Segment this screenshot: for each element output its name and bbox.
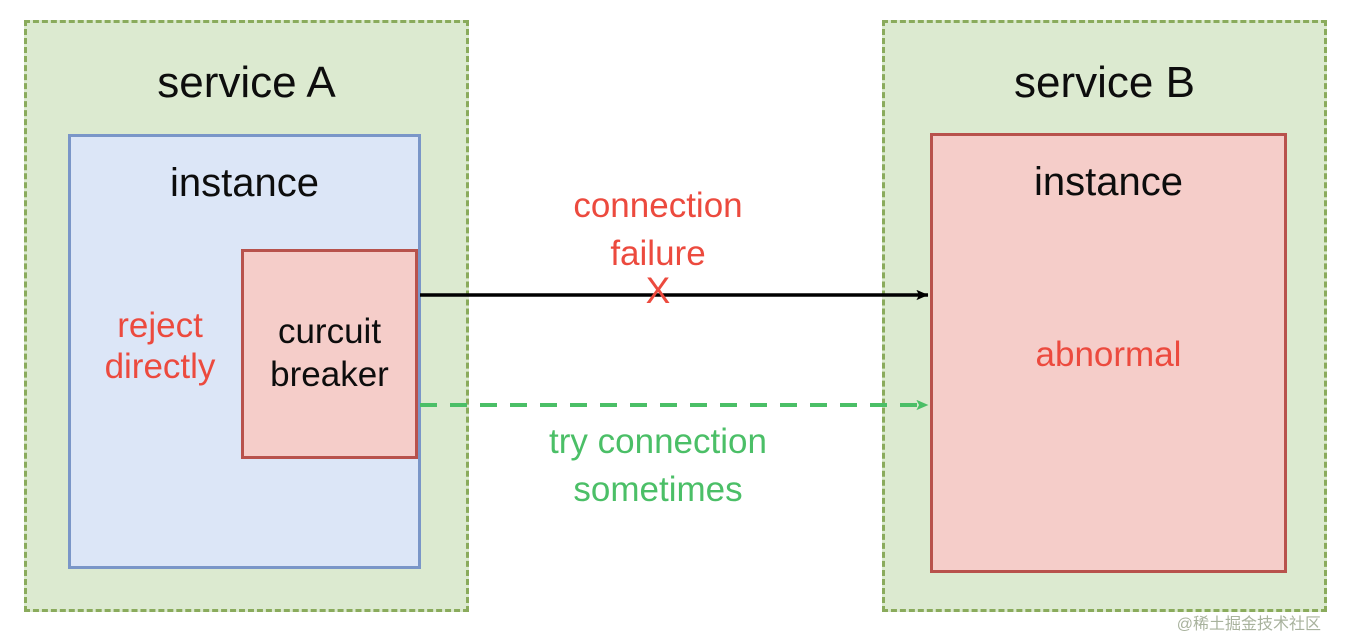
reject-directly-line-1: reject [117, 306, 203, 345]
reject-directly-note: reject directly [75, 306, 245, 388]
connection-failure-line-2: failure [610, 234, 706, 274]
service-b-status-label: abnormal [1035, 335, 1182, 374]
connection-failure-x-icon: X [645, 270, 671, 311]
service-b-title: service B [1014, 58, 1195, 107]
connection-failure-line-1: connection [573, 186, 743, 225]
connection-failure-label: connection failure [500, 182, 816, 279]
service-b-instance-title: instance [1034, 160, 1183, 204]
circuit-breaker-label-line-1: curcuit [277, 312, 382, 352]
service-a-title: service A [157, 58, 336, 107]
try-connection-line-2: sometimes [573, 470, 743, 510]
circuit-breaker-label-line-2: breaker [270, 355, 389, 394]
reject-directly-line-2: directly [104, 346, 216, 386]
try-connection-line-1: try connection [549, 422, 767, 461]
service-b-instance-box: instance [930, 133, 1287, 573]
watermark-text: @稀土掘金技术社区 [1176, 616, 1321, 633]
try-connection-label: try connection sometimes [500, 418, 816, 515]
circuit-breaker-box: curcuit breaker [241, 249, 418, 459]
service-a-instance-title: instance [170, 161, 319, 205]
